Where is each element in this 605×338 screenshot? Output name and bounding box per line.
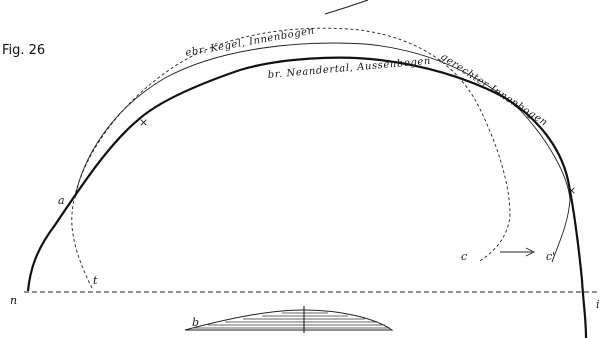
top-partial-stroke [324, 0, 369, 15]
point-label-i: i [596, 298, 600, 311]
point-label-x-left: × [139, 116, 148, 129]
point-label-c-prime: c' [546, 250, 555, 263]
point-label-c: c [461, 250, 467, 263]
point-label-t: t [93, 274, 98, 287]
direction-arrow [500, 247, 536, 257]
point-label-a: a [58, 194, 65, 207]
point-label-x-right: × [567, 184, 576, 197]
gerechter-inner-arc [74, 42, 571, 263]
label-kegel-inner-arc: ebr. Kegel, Innenbogen [185, 25, 316, 59]
point-label-n: n [10, 294, 17, 307]
label-gerechter-inner-arc: gerechter Innenbogen [438, 51, 549, 128]
figure-title: Fig. 26 [2, 43, 45, 58]
point-label-b: b [192, 316, 199, 329]
neandertal-outer-arc [26, 56, 588, 338]
hatched-section [184, 306, 394, 333]
